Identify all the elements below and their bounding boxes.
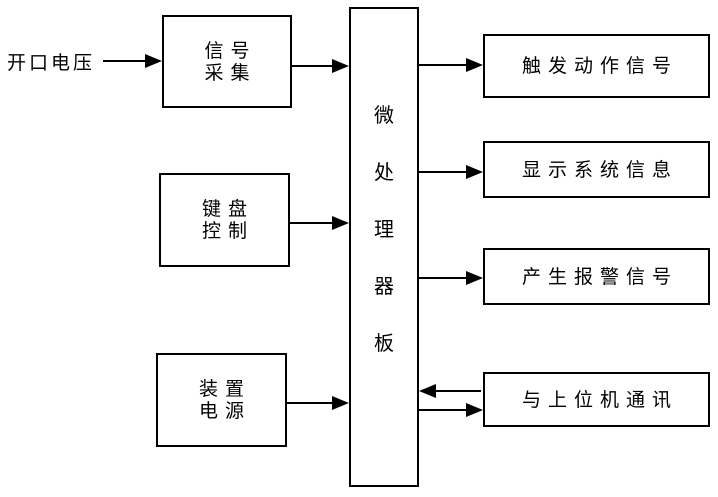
arrowhead-icon bbox=[332, 396, 349, 410]
arrowhead-icon bbox=[466, 403, 483, 417]
arrow-signal-acquisition-to-mcu bbox=[292, 59, 349, 73]
arrowhead-icon bbox=[145, 54, 162, 68]
arrow-input-to-signal-acquisition bbox=[103, 54, 162, 68]
box-device-power-line2: 电源 bbox=[198, 400, 251, 422]
arrowhead-icon bbox=[466, 165, 483, 179]
box-host-communication-label: 与上位机通讯 bbox=[521, 388, 678, 411]
arrow-host-communication-to-mcu bbox=[419, 384, 481, 398]
box-signal-acquisition: 信号 采集 bbox=[162, 15, 292, 108]
mcu-char-1: 微 bbox=[374, 103, 394, 127]
input-voltage-label: 开口电压 bbox=[7, 52, 96, 74]
arrowhead-icon bbox=[466, 58, 483, 72]
mcu-char-2: 处 bbox=[374, 160, 394, 184]
arrow-mcu-to-host-communication bbox=[419, 403, 483, 417]
box-generate-alarm-signal: 产生报警信号 bbox=[483, 248, 710, 305]
box-host-communication: 与上位机通讯 bbox=[483, 372, 710, 427]
box-display-system-info-label: 显示系统信息 bbox=[521, 158, 678, 181]
box-generate-alarm-signal-label: 产生报警信号 bbox=[521, 265, 678, 288]
box-trigger-action-signal: 触发动作信号 bbox=[483, 34, 710, 98]
arrow-mcu-to-trigger-action-signal bbox=[419, 58, 483, 72]
microprocessor-board-vertical-label: 微 处 理 器 板 bbox=[351, 87, 417, 372]
box-signal-acquisition-line2: 采集 bbox=[204, 61, 257, 84]
arrowhead-icon bbox=[466, 271, 483, 285]
box-signal-acquisition-line1: 信号 bbox=[204, 39, 257, 62]
mcu-char-5: 板 bbox=[374, 331, 394, 355]
box-device-power-line1: 装置 bbox=[198, 378, 251, 400]
box-device-power: 装置 电源 bbox=[156, 353, 287, 447]
mcu-char-3: 理 bbox=[374, 217, 394, 241]
box-keyboard-control-line2: 控制 bbox=[201, 220, 254, 242]
arrowhead-icon bbox=[332, 216, 349, 230]
box-microprocessor-board: 微 处 理 器 板 bbox=[349, 7, 419, 487]
arrow-device-power-to-mcu bbox=[287, 396, 349, 410]
arrow-mcu-to-generate-alarm-signal bbox=[419, 271, 483, 285]
box-keyboard-control: 键盘 控制 bbox=[159, 173, 290, 267]
box-trigger-action-signal-label: 触发动作信号 bbox=[521, 55, 678, 77]
box-display-system-info: 显示系统信息 bbox=[483, 141, 710, 198]
box-keyboard-control-line1: 键盘 bbox=[201, 198, 254, 220]
mcu-char-4: 器 bbox=[374, 274, 394, 298]
arrowhead-icon bbox=[332, 59, 349, 73]
arrowhead-icon bbox=[419, 384, 436, 398]
arrow-keyboard-control-to-mcu bbox=[290, 216, 349, 230]
arrow-mcu-to-display-system-info bbox=[419, 165, 483, 179]
